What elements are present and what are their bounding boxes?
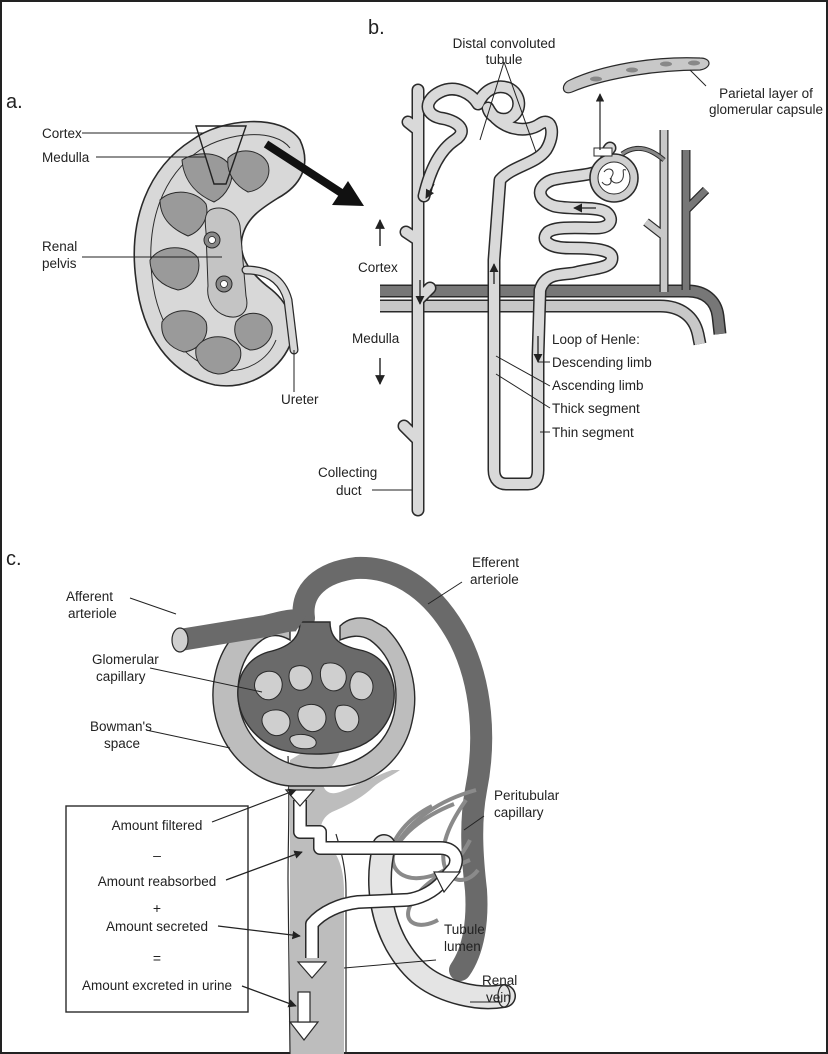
panel-a-kidney: a. Cortex <box>6 91 364 407</box>
label-peritubular-1: Peritubular <box>494 788 560 803</box>
label-afferent-2: arteriole <box>68 606 117 621</box>
label-cortex-b: Cortex <box>358 260 398 275</box>
eq-minus: – <box>153 847 161 863</box>
label-tubule-1: Tubule <box>444 922 485 937</box>
label-medulla-b: Medulla <box>352 331 400 346</box>
eq-plus: + <box>153 900 161 916</box>
label-thick-segment: Thick segment <box>552 401 640 416</box>
eq-equals: = <box>153 950 161 966</box>
panel-c-processes: c. <box>6 548 560 1054</box>
label-renal-vein-2: vein <box>486 990 511 1005</box>
label-ascending-limb: Ascending limb <box>552 378 644 393</box>
panel-b-label: b. <box>368 17 385 39</box>
label-thin-segment: Thin segment <box>552 425 634 440</box>
label-bowman-1: Bowman's <box>90 719 152 734</box>
label-medulla-a: Medulla <box>42 150 90 165</box>
label-renal-pelvis-2: pelvis <box>42 256 77 271</box>
label-parietal-2: glomerular capsule <box>709 102 823 117</box>
panel-a-label: a. <box>6 91 23 113</box>
label-afferent-1: Afferent <box>66 589 113 604</box>
eq-amount-secreted: Amount secreted <box>106 919 208 934</box>
glomerulus-b <box>590 148 664 202</box>
arcuate-vessels <box>380 291 720 344</box>
label-renal-pelvis-1: Renal <box>42 239 77 254</box>
label-parietal-1: Parietal layer of <box>719 86 813 101</box>
label-efferent-1: Efferent <box>472 555 519 570</box>
label-efferent-2: arteriole <box>470 572 519 587</box>
panel-b-nephron: b. <box>318 17 823 510</box>
afferent-opening <box>172 628 188 652</box>
eq-amount-reabsorbed: Amount reabsorbed <box>98 874 217 889</box>
eq-amount-filtered: Amount filtered <box>112 818 203 833</box>
label-tubule-2: lumen <box>444 939 481 954</box>
label-glomerular-2: capillary <box>96 669 146 684</box>
label-glomerular-1: Glomerular <box>92 652 159 667</box>
label-bowman-2: space <box>104 736 140 751</box>
label-collecting-2: duct <box>336 483 362 498</box>
label-descending-limb: Descending limb <box>552 355 652 370</box>
label-distal-2: tubule <box>486 52 523 67</box>
parietal-layer-detail <box>563 58 709 93</box>
eq-amount-excreted: Amount excreted in urine <box>82 978 232 993</box>
label-cortex-a: Cortex <box>42 126 82 141</box>
label-collecting-1: Collecting <box>318 465 377 480</box>
label-peritubular-2: capillary <box>494 805 544 820</box>
panel-c-label: c. <box>6 548 22 570</box>
label-distal-1: Distal convoluted <box>453 36 556 51</box>
label-renal-vein-1: Renal <box>482 973 517 988</box>
label-ureter: Ureter <box>281 392 319 407</box>
label-loop-of-henle: Loop of Henle: <box>552 332 640 347</box>
